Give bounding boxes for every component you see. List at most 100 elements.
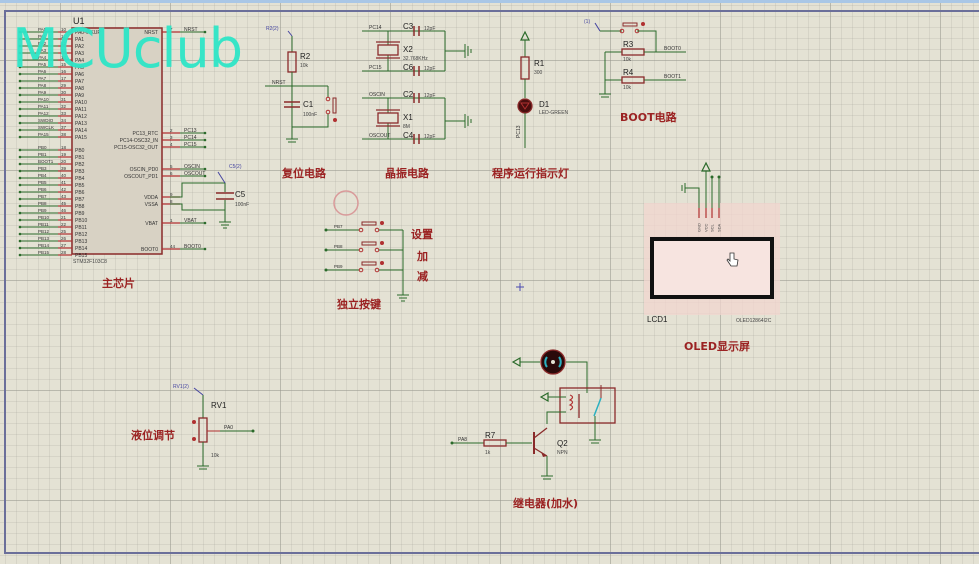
x2-net-top: PC14 [369,25,382,31]
u1-pin-terminal[interactable] [18,162,22,166]
u1-pin-name: PA2 [75,44,84,50]
u1-pin-terminal[interactable] [203,247,207,251]
u1-pin-terminal[interactable] [18,155,22,159]
u1-pin-terminal[interactable] [18,65,22,69]
c1-net: NRST [272,80,286,86]
u1-pin-num: 43 [61,194,67,199]
lcd-pin-label: SCL [710,223,715,232]
u1-pin-terminal[interactable] [18,100,22,104]
button-contact [374,227,380,233]
r1-ref: R1 [534,59,545,68]
c6-ref: C6 [403,63,414,72]
u1-pin-terminal[interactable] [18,204,22,208]
reset-circuit[interactable]: R2(2) R2 10k NRST C1 100nF [265,26,337,143]
c6-value: 12pF [424,66,435,72]
u1-pin-terminal[interactable] [18,44,22,48]
u1-pin-name: PB10 [75,218,87,224]
u1-pin-terminal[interactable] [18,148,22,152]
u1-pin-num: 12 [61,41,67,46]
u1-pin-terminal[interactable] [18,51,22,55]
u1-pin-net: PA10 [38,97,49,102]
u1-pin-terminal[interactable] [203,167,207,171]
u1-pin-name: PA7 [75,79,84,85]
u1-pin-terminal[interactable] [18,232,22,236]
u1-pin-terminal[interactable] [18,211,22,215]
u1-pin-terminal[interactable] [18,58,22,62]
r2-ref: R2 [300,52,311,61]
u1-pin-terminal[interactable] [203,131,207,135]
crystal-x2[interactable]: PC14 PC15 X2 32.768KHz C3 12pF C6 12pF [362,22,472,76]
u1-pin-terminal[interactable] [18,135,22,139]
lcd-pin-label: SDA [717,223,722,232]
button-contact [358,267,364,273]
u1-pin-num: 3 [170,135,173,140]
u1-pin-terminal[interactable] [18,169,22,173]
u1-pin-num: 15 [61,62,67,67]
u1-pin-net: PB12 [38,229,50,234]
u1-pin-terminal[interactable] [18,246,22,250]
u1-pin-terminal[interactable] [18,121,22,125]
u1-pin-terminal[interactable] [203,221,207,225]
push-button-pb7[interactable]: PB7 [324,221,404,233]
u1-pin-terminal[interactable] [18,107,22,111]
u1-pin-terminal[interactable] [18,114,22,118]
u1-pin-terminal[interactable] [18,253,22,257]
u1-pin-terminal[interactable] [203,145,207,149]
u1-body[interactable] [71,27,163,255]
u1-pin-terminal[interactable] [18,128,22,132]
u1-pin-terminal[interactable] [18,239,22,243]
r7-ref: R7 [485,431,496,440]
relay-circuit[interactable]: PA8 R7 1k Q2 NPN [450,349,616,480]
lcd-pin-label: GND [697,223,702,232]
u1-pin-terminal[interactable] [203,30,207,34]
push-button-pb9[interactable]: PB9 [324,261,404,273]
u1-pin-name: PA15 [75,135,87,141]
c5-capacitor[interactable]: C5 100nF C5(2) [170,164,249,229]
u1-pin-terminal[interactable] [18,93,22,97]
u1-pin-num: 25 [61,229,67,234]
u1-pin-num: 2 [170,128,173,133]
rv1-potentiometer[interactable]: RV1(2) PA0 RV1 10k [173,384,255,470]
u1-pin-net: PA6 [38,69,47,74]
crystal-x1[interactable]: OSCIN OSCOUT X1 8M C2 12pF C4 12pF [362,90,472,144]
u1-pin-num: 39 [61,166,67,171]
u1-pin-terminal[interactable] [18,86,22,90]
c1-ref: C1 [303,100,314,109]
u1-pin-terminal[interactable] [203,174,207,178]
u1-pin-terminal[interactable] [18,183,22,187]
u1-pin-num: 5 [170,164,173,169]
c1-value: 100nF [303,112,317,118]
run-led-circuit[interactable]: R1 300 D1 LED-GREEN PC13 [516,30,569,148]
u1-pin-terminal[interactable] [18,30,22,34]
origin-marker-icon [516,283,524,291]
u1-pin-net: PA1 [38,34,47,39]
u1-pin-name: PA5 [75,65,84,71]
u1-pin-net: PA2 [38,41,47,46]
u1-pin-terminal[interactable] [18,190,22,194]
u1-pin-terminal[interactable] [18,37,22,41]
u1-pin-net: PA0 [38,27,47,32]
boot-circuit[interactable]: (1) R3 10k BOOT0 R4 10k BOOT1 [584,19,686,98]
u1-pin-net: BOOT1 [38,159,54,164]
u1-pin-terminal[interactable] [18,79,22,83]
r3-ref: R3 [623,40,634,49]
u1-pin-terminal[interactable] [18,218,22,222]
u1-pin-net: PB8 [38,201,47,206]
u1-pin-num: 29 [61,83,67,88]
u1-pin-net: PB3 [38,166,47,171]
push-button-pb8[interactable]: PB8 [324,241,404,253]
u1-pin-terminal[interactable] [18,176,22,180]
u1-pin-terminal[interactable] [203,138,207,142]
u1-pin-terminal[interactable] [18,225,22,229]
u1-pin-terminal[interactable] [18,197,22,201]
u1-pin-net: PB5 [38,180,47,185]
u1-pin-num: 14 [61,55,67,60]
u1-pin-net: PB9 [38,208,47,213]
button-label-plus: 加 [417,250,428,263]
u1-pin-terminal[interactable] [18,72,22,76]
